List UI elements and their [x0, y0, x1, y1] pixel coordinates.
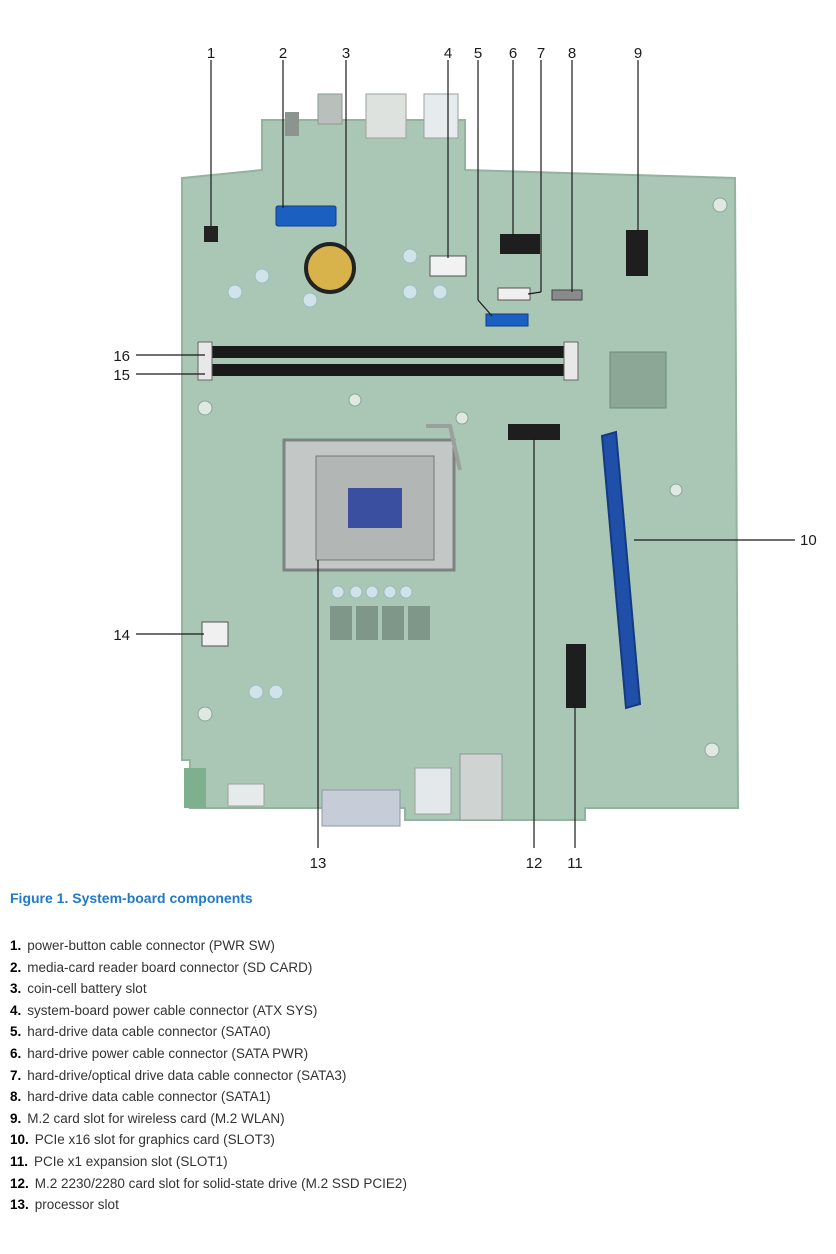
legend-number: 3.: [10, 981, 22, 997]
coin-cell-battery: [304, 242, 356, 294]
legend-number: 12.: [10, 1175, 29, 1191]
callout-7: 7: [537, 45, 545, 62]
callout-numbers: 1 2 3 4 5 6 7 8 9 10 11 12 13 14 15 16: [113, 45, 816, 872]
legend-item: 2. media-card reader board connector (SD …: [10, 957, 407, 979]
legend-text: hard-drive power cable connector (SATA P…: [27, 1045, 309, 1061]
legend-number: 13.: [10, 1197, 29, 1213]
legend-number: 11.: [10, 1153, 29, 1169]
legend-number: 8.: [10, 1089, 22, 1105]
sata1-connector: [551, 289, 583, 301]
callout-2: 2: [279, 45, 287, 62]
legend-item: 7. hard-drive/optical drive data cable co…: [10, 1065, 407, 1087]
mounting-holes: [197, 197, 728, 758]
pcie-x1-slot: [566, 644, 586, 708]
legend-number: 2.: [10, 959, 22, 975]
legend-number: 4.: [10, 1002, 22, 1018]
callout-13: 13: [310, 855, 327, 872]
legend-item: 1. power-button cable connector (PWR SW): [10, 935, 407, 957]
rear-io-ports: [285, 93, 459, 139]
figure-caption: Figure 1. System-board components: [10, 890, 253, 906]
legend-text: hard-drive/optical drive data cable conn…: [27, 1067, 347, 1083]
callout-16: 16: [113, 348, 130, 365]
pwr-sw-connector: [204, 226, 218, 242]
m2-wlan-slot: [626, 230, 648, 276]
legend-item: 9. M.2 card slot for wireless card (M.2 W…: [10, 1108, 407, 1130]
callout-lines: [136, 60, 795, 848]
legend-text: M.2 2230/2280 card slot for solid-state …: [34, 1175, 407, 1191]
legend-item: 6. hard-drive power cable connector (SATA…: [10, 1043, 407, 1065]
callout-1: 1: [207, 45, 215, 62]
vrm-chokes: [330, 606, 430, 640]
legend-number: 9.: [10, 1110, 22, 1126]
legend-text: power-button cable connector (PWR SW): [27, 938, 275, 953]
legend-item: 8. hard-drive data cable connector (SATA1…: [10, 1086, 407, 1108]
processor-socket: [282, 424, 462, 572]
capacitors: [227, 248, 448, 700]
legend-item: 12. M.2 2230/2280 card slot for solid-sta…: [10, 1173, 407, 1195]
legend-text: PCIe x16 slot for graphics card (SLOT3): [34, 1132, 275, 1148]
legend-number: 7.: [10, 1067, 22, 1083]
legend-item: 13. processor slot: [10, 1194, 407, 1216]
legend-number: 5.: [10, 1024, 22, 1040]
legend-text: coin-cell battery slot: [27, 981, 147, 997]
atx-sys-connector: [429, 255, 467, 277]
legend-item: 10. PCIe x16 slot for graphics card (SLOT…: [10, 1129, 407, 1151]
legend-number: 10.: [10, 1132, 29, 1148]
callout-15: 15: [113, 367, 130, 384]
callout-9: 9: [634, 45, 642, 62]
legend-item: 5. hard-drive data cable connector (SATA0…: [10, 1021, 407, 1043]
callout-5: 5: [474, 45, 482, 62]
callout-3: 3: [342, 45, 350, 62]
legend-text: media-card reader board connector (SD CA…: [27, 959, 313, 975]
dimm-slots: [197, 341, 579, 381]
front-io-ports: [184, 753, 503, 827]
callout-10: 10: [800, 532, 817, 549]
legend-text: PCIe x1 expansion slot (SLOT1): [34, 1153, 228, 1169]
sata0-connector: [485, 313, 529, 327]
legend-text: system-board power cable connector (ATX …: [27, 1002, 318, 1018]
callout-12: 12: [526, 855, 543, 872]
callout-14: 14: [113, 627, 130, 644]
callout-4: 4: [444, 45, 452, 62]
chipset: [609, 351, 667, 409]
cpu-power-connector: [201, 621, 229, 647]
legend-item: 4. system-board power cable connector (AT…: [10, 1000, 407, 1022]
sata-pwr-connector: [500, 234, 540, 254]
legend-item: 11. PCIe x1 expansion slot (SLOT1): [10, 1151, 407, 1173]
legend-text: hard-drive data cable connector (SATA1): [27, 1089, 271, 1105]
legend-number: 1.: [10, 938, 22, 953]
callout-6: 6: [509, 45, 517, 62]
m2-ssd-slot: [508, 424, 560, 440]
component-legend: 1.power-button cable connector (PWR SW) …: [10, 935, 407, 1216]
callout-8: 8: [568, 45, 576, 62]
legend-text: hard-drive data cable connector (SATA0): [27, 1024, 271, 1040]
legend-text: processor slot: [34, 1197, 119, 1213]
callout-11: 11: [567, 855, 583, 872]
legend-item: 3. coin-cell battery slot: [10, 978, 407, 1000]
pcie-x16-slot: [600, 430, 642, 710]
legend-text: M.2 card slot for wireless card (M.2 WLA…: [27, 1110, 285, 1126]
legend-number: 6.: [10, 1045, 22, 1061]
sata3-connector: [497, 287, 531, 301]
system-board-diagram: 1 2 3 4 5 6 7 8 9 10 11 12 13 14 15 16: [113, 45, 816, 872]
sd-card-connector: [275, 205, 337, 227]
